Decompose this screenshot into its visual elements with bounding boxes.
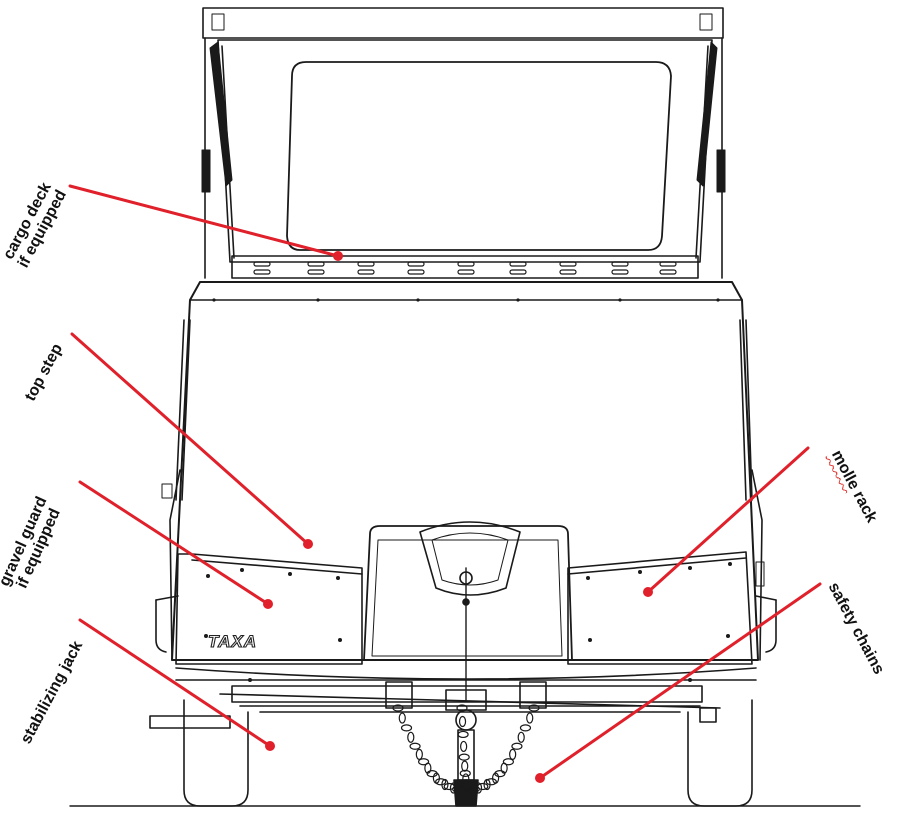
- molle-rack-panel: [567, 551, 753, 665]
- leader-top-step: [70, 332, 310, 546]
- deck-slots: [253, 261, 677, 275]
- leader-cargo-deck: [68, 184, 340, 258]
- callout-leaders: [68, 184, 822, 783]
- cargo-deck-frame: [201, 7, 726, 279]
- gravel-guard-left: [175, 553, 363, 665]
- safety-chains-graphic: [392, 704, 540, 796]
- chassis: [149, 681, 721, 807]
- leader-stabilizing-jack: [78, 618, 272, 748]
- leader-gravel-guard: [78, 480, 270, 606]
- trailer-body: [155, 281, 777, 682]
- wheels: [183, 699, 753, 807]
- taxa-logo: TAXA: [207, 631, 258, 651]
- storage-box: [363, 521, 573, 701]
- leader-molle-rack: [646, 446, 810, 594]
- leader-safety-chains: [538, 582, 822, 780]
